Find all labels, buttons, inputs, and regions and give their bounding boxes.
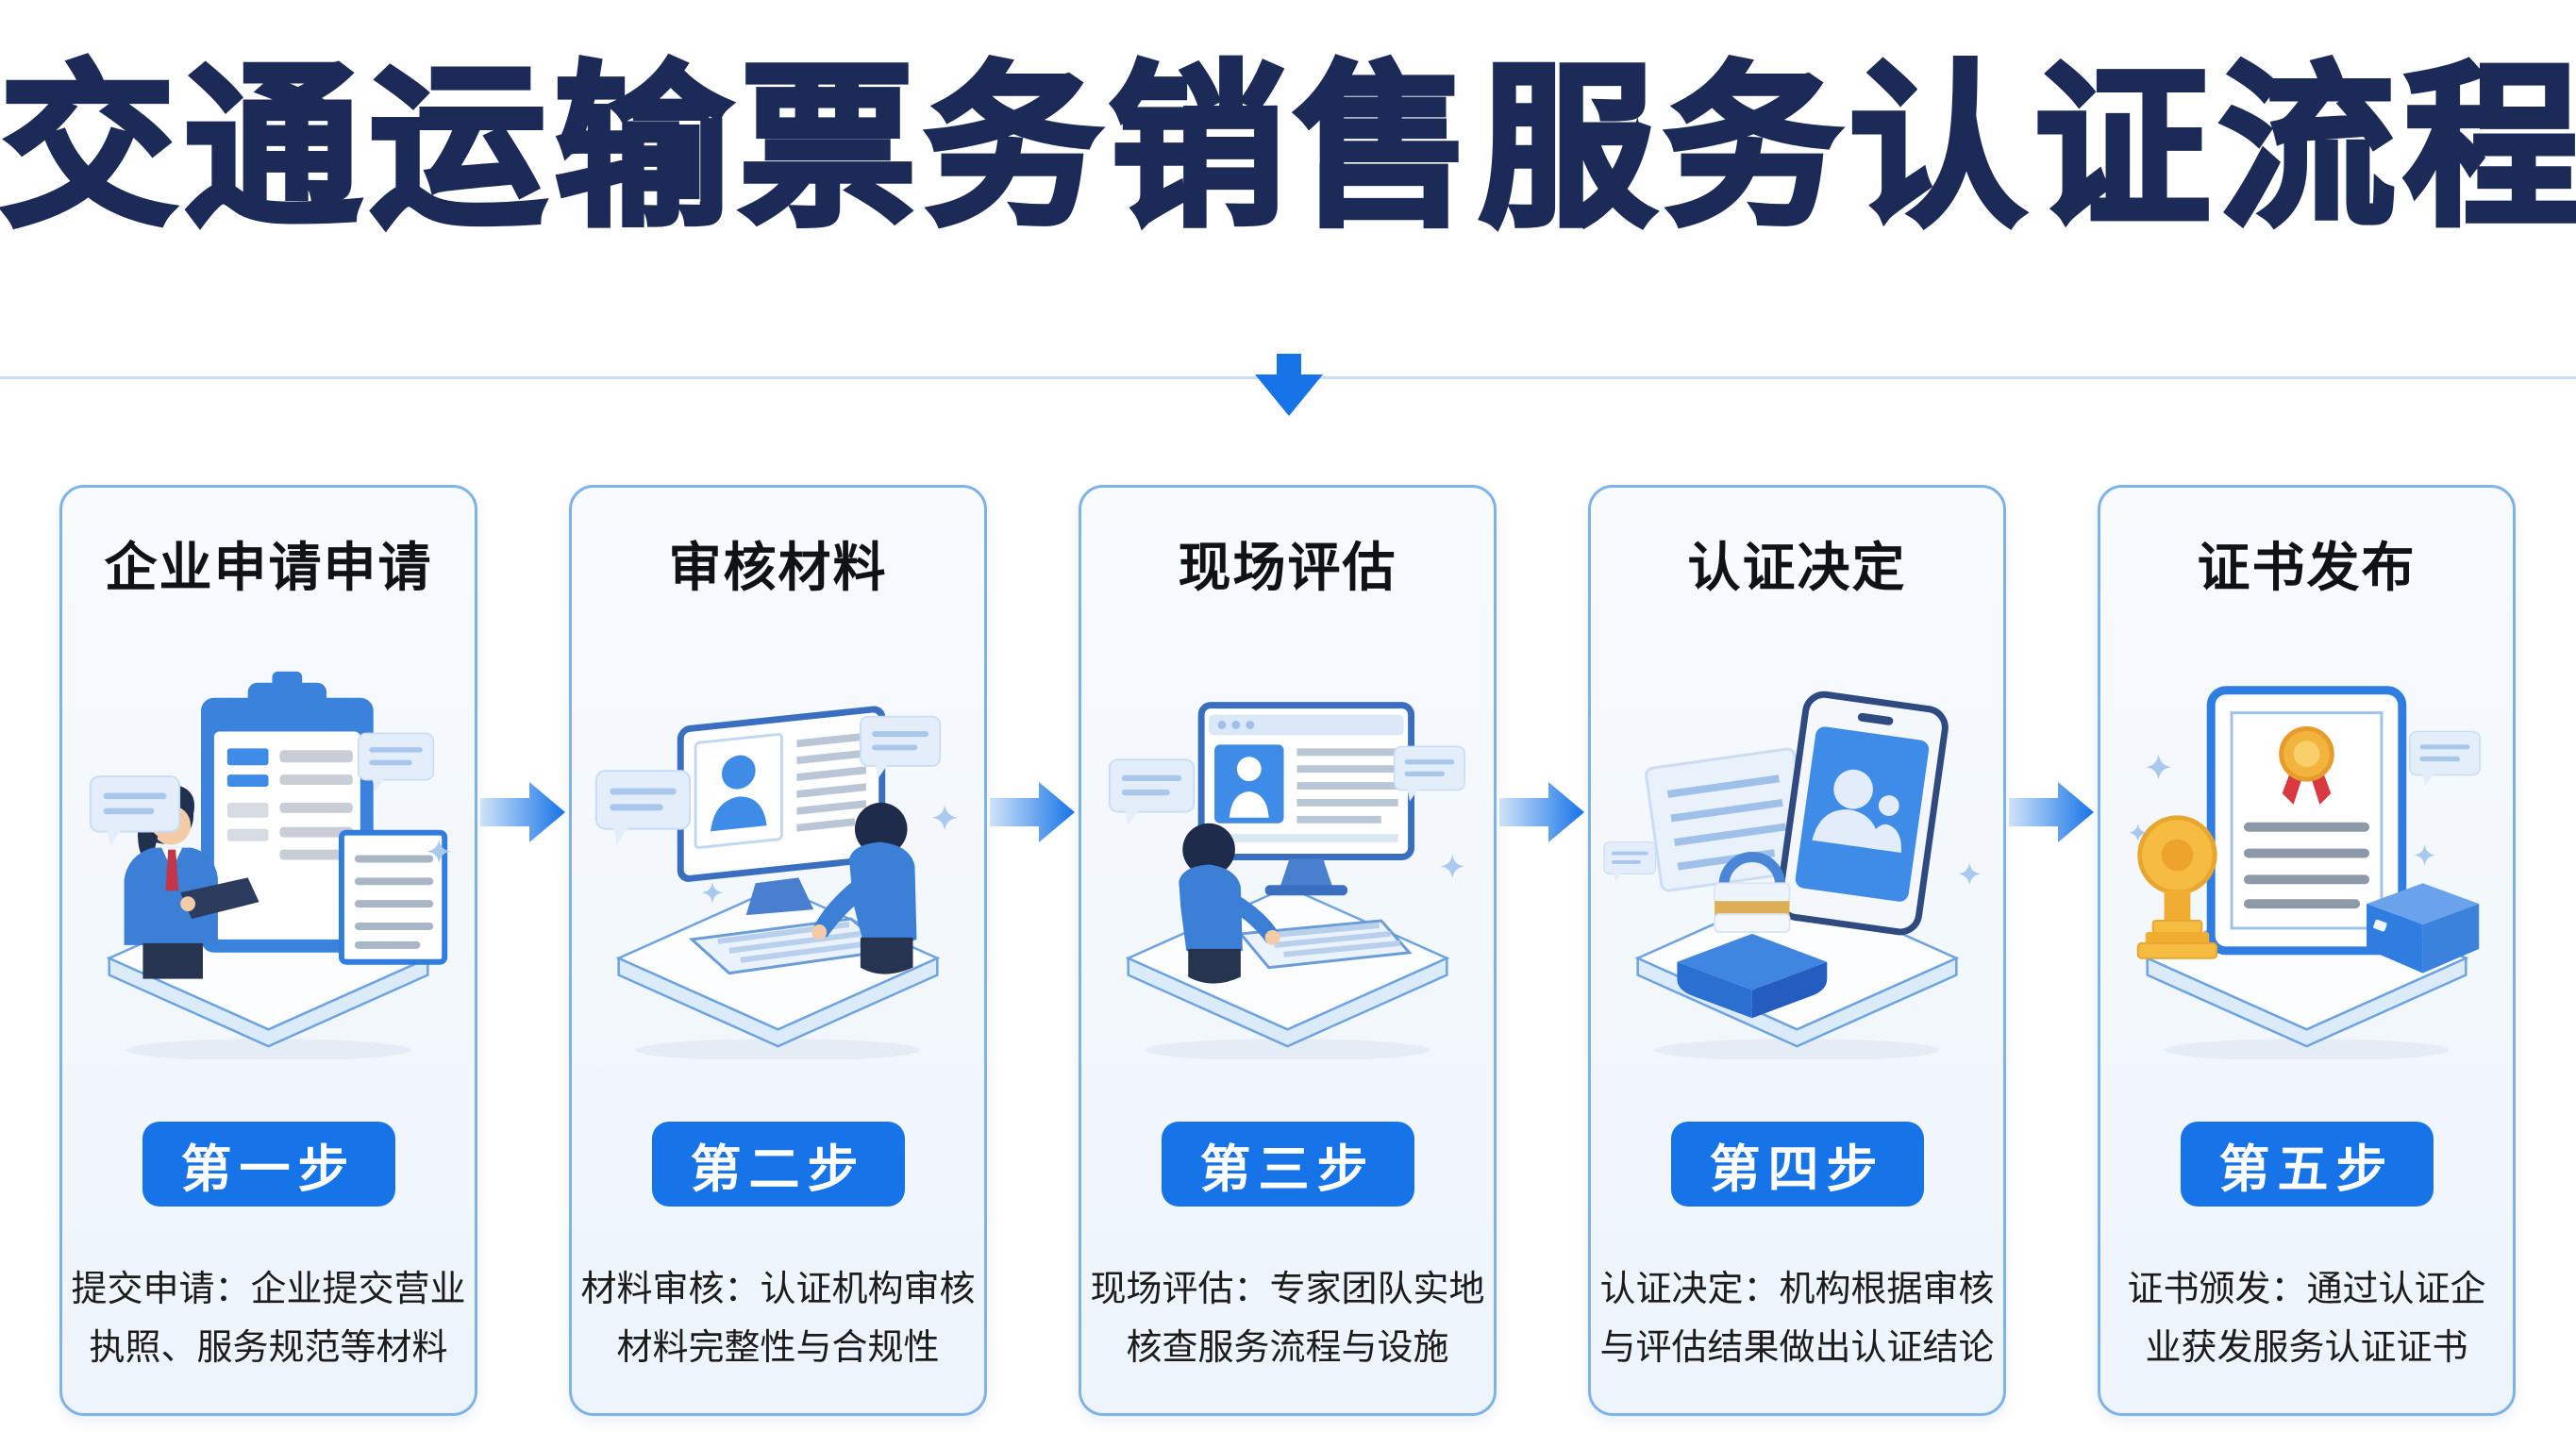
padlock-icon [1714, 852, 1791, 933]
step-badge: 第三步 [1161, 1122, 1414, 1207]
step-title: 现场评估 [1178, 538, 1397, 597]
step-card-2: 审核材料 [569, 485, 987, 1416]
step-connector [477, 485, 569, 1416]
step-description: 证书颁发：通过认证企 业获发服务认证证书 [2127, 1270, 2486, 1368]
step-connector [987, 485, 1079, 1416]
sparkle-icon [701, 882, 724, 904]
illustration-enterprise-application [62, 657, 475, 1059]
speech-bubble-icon [596, 771, 690, 843]
speech-bubble-icon [2410, 731, 2480, 786]
step-title: 企业申请申请 [104, 538, 433, 597]
platform-base [1127, 886, 1448, 1059]
speech-bubble-icon [1602, 840, 1658, 885]
sparkle-icon [931, 805, 958, 831]
tablet-icon [1776, 691, 1949, 936]
step-badge: 第四步 [1670, 1122, 1924, 1207]
step-card-3: 现场评估 [1079, 485, 1497, 1416]
monitor-icon [677, 706, 886, 882]
sparkle-icon [1440, 854, 1464, 879]
keyboard-icon [1237, 919, 1413, 970]
sparkle-icon [2146, 754, 2172, 780]
step-title: 认证决定 [1687, 538, 1907, 597]
medal-ribbon-icon [2279, 725, 2334, 805]
pedestal-base [1677, 933, 1828, 1019]
right-arrow-icon [2008, 782, 2094, 842]
illustration-onsite-assessment [1081, 657, 1494, 1059]
step-description: 材料审核：认证机构审核 材料完整性与合规性 [580, 1270, 976, 1368]
step-title: 审核材料 [668, 538, 888, 597]
step-description: 现场评估：专家团队实地 核查服务流程与设施 [1090, 1270, 1485, 1368]
step-title: 证书发布 [2197, 538, 2417, 597]
certificate-icon [2206, 686, 2407, 956]
right-arrow-icon [989, 782, 1075, 842]
step-connector [1497, 485, 1588, 1416]
sparkle-icon [1958, 862, 1982, 886]
step-description: 提交申请：企业提交营业 执照、服务规范等材料 [71, 1270, 466, 1368]
step-description: 认证决定：机构根据审核 与评估结果做出认证结论 [1599, 1270, 1995, 1368]
process-steps-row: 企业申请申请 [59, 485, 2517, 1416]
step-card-1: 企业申请申请 [59, 485, 477, 1416]
illustration-certificate-release [2100, 657, 2513, 1059]
trophy-icon [2136, 815, 2218, 959]
monitor-base [1264, 885, 1348, 896]
page-title: 交通运输票务销售服务认证流程 [0, 48, 2576, 249]
step-connector [2006, 485, 2098, 1416]
document-icon [338, 829, 448, 965]
illustration-material-review [572, 657, 984, 1059]
step-badge: 第五步 [2180, 1122, 2434, 1207]
down-arrow-icon [1255, 354, 1323, 416]
illustration-certification-decision [1591, 657, 2003, 1059]
sparkle-icon [2414, 844, 2435, 866]
right-arrow-icon [1498, 782, 1584, 842]
keyboard-icon [688, 917, 893, 975]
computer-stand [745, 877, 814, 916]
step-badge: 第一步 [142, 1122, 395, 1207]
step-card-4: 认证决定 [1588, 485, 2006, 1416]
step-card-5: 证书发布 [2098, 485, 2516, 1416]
seated-person-figure [1179, 823, 1280, 984]
seated-person-figure [811, 802, 917, 974]
step-badge: 第二步 [651, 1122, 905, 1207]
right-arrow-icon [479, 782, 565, 842]
computer-stand [1280, 858, 1333, 888]
monitor-icon [1197, 702, 1415, 860]
speech-bubble-icon [1110, 759, 1194, 825]
